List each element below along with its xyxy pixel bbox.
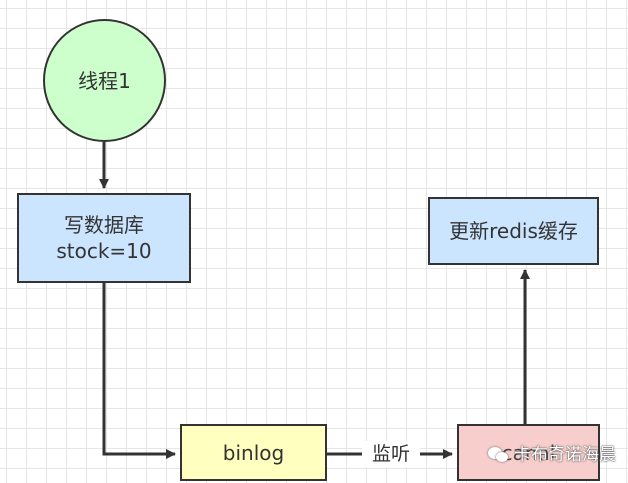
canal-label: canal	[501, 440, 556, 465]
watermark-text: 卡布奇诺海晨	[514, 445, 616, 465]
write-database-node: 写数据库 stock=10	[17, 193, 191, 283]
update-redis-cache-label: 更新redis缓存	[449, 219, 578, 243]
write-database-label: 写数据库	[64, 213, 144, 237]
binlog-node: binlog	[180, 424, 327, 481]
listen-edge-label: 监听	[362, 441, 420, 467]
start-node-thread1: 线程1	[43, 19, 166, 142]
edge-db-to-binlog	[102, 283, 176, 459]
start-node-label: 线程1	[78, 68, 131, 93]
update-redis-cache-node: 更新redis缓存	[428, 197, 599, 265]
binlog-label: binlog	[222, 440, 285, 465]
stock-value-label: stock=10	[56, 239, 152, 263]
canal-node: canal	[457, 424, 600, 481]
watermark: 卡布奇诺海晨	[488, 442, 616, 468]
wechat-icon	[488, 446, 510, 464]
